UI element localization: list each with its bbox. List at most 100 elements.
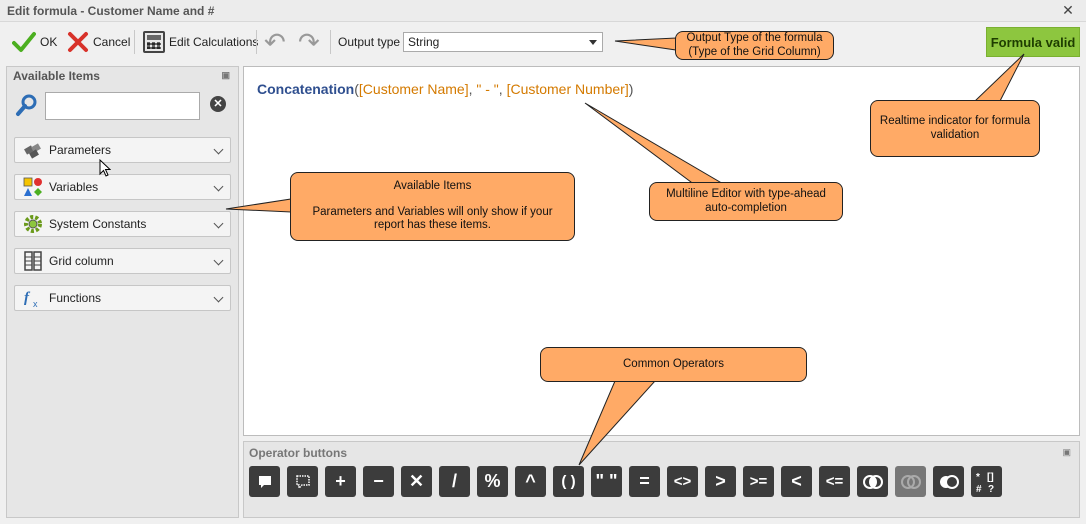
formula-separator: , [498,81,507,97]
function-icon: f x [24,290,38,308]
mouse-cursor-icon [99,159,111,177]
checkmark-icon [12,32,36,52]
callout-line: auto-completion [705,201,787,214]
callout-available-items: Available Items Parameters and Variables… [290,172,575,241]
formula-arg: [Customer Name] [358,81,469,97]
cancel-button[interactable]: Cancel [67,27,130,57]
callout-line: validation [930,128,980,141]
cancel-icon [68,32,88,52]
chevron-down-icon [213,218,224,229]
intersection-icon [862,474,883,489]
svg-text:[]: [] [987,472,994,483]
operator-quotes-button[interactable]: " " [591,466,622,497]
operator-equals-button[interactable]: = [629,466,660,497]
chevron-down-icon [213,292,224,303]
accordion-label: System Constants [49,217,147,231]
calculator-icon [143,31,165,53]
toolbar-separator [330,30,331,54]
formula-paren: ) [628,81,634,97]
callout-line: Common Operators [623,357,724,370]
comment-block-icon [295,474,310,490]
callout-line: Multiline Editor with type-ahead [666,187,826,200]
chevron-down-icon [213,181,224,192]
variables-icon [23,177,42,196]
search-input[interactable] [45,92,200,120]
operator-percent-button[interactable]: % [477,466,508,497]
operator-not-button[interactable] [933,466,964,497]
callout-line [299,194,566,206]
undo-icon: ↶ [264,27,286,57]
difference-icon [939,474,959,489]
callout-editor: Multiline Editor with type-ahead auto-co… [649,182,843,221]
accordion-system-constants[interactable]: System Constants [14,211,231,237]
callout-output-type: Output Type of the formula (Type of the … [675,31,834,60]
formula-function: Concatenation [257,81,355,97]
accordion-variables[interactable]: Variables [14,174,231,200]
operator-comment-button[interactable] [249,466,280,497]
operator-or-button[interactable] [895,466,926,497]
comment-icon [258,475,271,488]
pin-icon[interactable]: ▣ [221,70,230,80]
operator-divide-button[interactable]: / [439,466,470,497]
callout-line: report has these items. [374,219,491,232]
accordion-grid-column[interactable]: Grid column [14,248,231,274]
formula-paren: ( [354,81,359,97]
callout-operators: Common Operators [540,347,807,382]
title-bar: Edit formula - Customer Name and # ✕ [0,0,1086,22]
edit-calculations-label: Edit Calculations [169,35,259,49]
union-icon [900,474,921,489]
operator-greater-button[interactable]: > [705,466,736,497]
toolbar: OK Cancel Edit Calculations ↶ ↷ [0,23,1086,61]
svg-text:f: f [24,290,31,306]
operator-special-button[interactable]: * [] # ? [971,466,1002,497]
accordion-functions[interactable]: f x Functions [14,285,231,311]
accordion-parameters[interactable]: Parameters [14,137,231,163]
callout-line: Available Items [393,179,472,192]
undo-button[interactable]: ↶ [264,27,286,57]
operator-less-equal-button[interactable]: <= [819,466,850,497]
operator-comment-block-button[interactable] [287,466,318,497]
formula-separator: , [468,81,477,97]
operator-and-button[interactable] [857,466,888,497]
output-type-value: String [408,35,440,49]
formula-arg: [Customer Number] [506,81,629,97]
toolbar-separator [256,30,257,54]
output-type-select[interactable]: String [403,32,603,52]
redo-icon: ↷ [298,27,320,57]
output-type-label: Output type [338,35,401,49]
operator-greater-equal-button[interactable]: >= [743,466,774,497]
pin-icon[interactable]: ▣ [1062,447,1071,457]
callout-line: (Type of the Grid Column) [688,45,821,58]
accordion-label: Grid column [49,254,114,268]
operator-power-button[interactable]: ^ [515,466,546,497]
panel-title: Available Items ▣ [7,67,238,85]
cancel-label: Cancel [93,35,131,49]
available-items-panel: Available Items ▣ ✕ Parameters Variables [6,66,239,518]
accordion-label: Variables [49,180,99,194]
ok-button[interactable]: OK [12,27,57,57]
operator-less-button[interactable]: < [781,466,812,497]
accordion-label: Functions [49,291,102,305]
operator-multiply-button[interactable]: ✕ [401,466,432,497]
close-icon[interactable]: ✕ [1062,2,1074,18]
operator-plus-button[interactable]: + [325,466,356,497]
toolbar-separator [134,30,135,54]
gear-icon [24,215,42,233]
clear-search-icon[interactable]: ✕ [210,96,226,112]
operator-parentheses-button[interactable]: ( ) [553,466,584,497]
operator-not-equal-button[interactable]: <> [667,466,698,497]
redo-button[interactable]: ↷ [298,27,320,57]
formula-text: Concatenation([Customer Name], " - ", [C… [257,81,633,97]
callout-line: Parameters and Variables will only show … [312,205,553,218]
callout-line: Output Type of the formula [686,31,823,44]
accordion-label: Parameters [49,143,112,157]
available-items-title: Available Items [13,69,100,83]
operator-panel: Operator buttons ▣ + − ✕ / % ^ ( ) " " =… [243,441,1080,518]
operator-minus-button[interactable]: − [363,466,394,497]
parameters-icon [24,143,41,159]
chevron-down-icon [213,255,224,266]
operator-panel-title: Operator buttons [249,446,347,460]
svg-text:*: * [976,472,980,483]
ok-label: OK [40,35,58,49]
edit-calculations-button[interactable]: Edit Calculations [143,27,258,57]
